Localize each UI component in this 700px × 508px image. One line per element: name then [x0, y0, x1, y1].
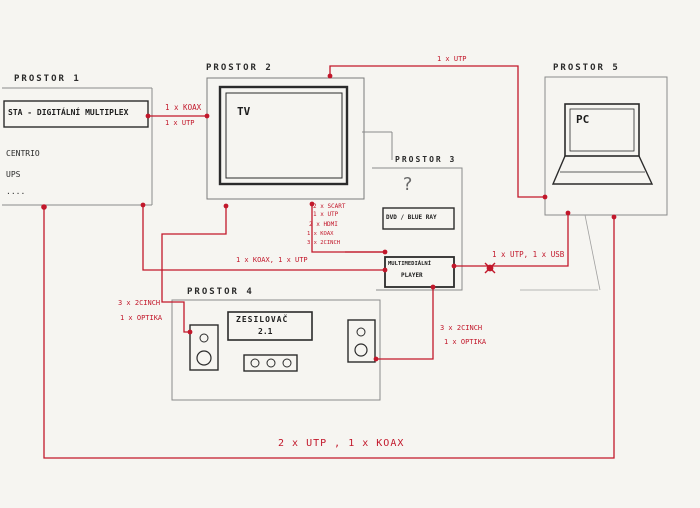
- cable-label-r3-cinch: 3 x 2CINCH: [307, 240, 341, 246]
- speaker-right: [347, 319, 376, 363]
- dvd-box: [382, 207, 455, 230]
- cable-label-r3r4-cinch: 3 x 2CINCH: [440, 324, 483, 332]
- dots-label: ....: [6, 187, 26, 196]
- room-outline-2: [206, 77, 365, 200]
- room-label-4: PROSTOR 4: [187, 287, 254, 297]
- amplifier-label-line1: ZESILOVAČ: [236, 315, 289, 324]
- dvd-label: DVD / BLUE RAY: [386, 214, 437, 221]
- cable-label-top-utp: 1 x UTP: [437, 55, 467, 63]
- room-label-5: PROSTOR 5: [553, 63, 620, 73]
- cable-label-koax-utp: 1 x KOAX, 1 x UTP: [236, 256, 308, 264]
- cable-label-r4-optika: 1 x OPTIKA: [120, 314, 163, 322]
- tv-frame: [218, 85, 349, 186]
- cable-label-hdmi: 2 x HDMI: [309, 221, 338, 228]
- laptop-base: [551, 155, 654, 185]
- cable-label-scart: 2 x SCART: [313, 203, 346, 210]
- room-outline-3: [372, 167, 463, 291]
- player-label-line1: MULTIMEDIÁLNÍ: [388, 261, 432, 267]
- room-outline-4: [171, 299, 381, 401]
- cable-label-r4-cinch: 3 x 2CINCH: [118, 299, 161, 307]
- cable-label-utp: 1 x UTP: [165, 119, 195, 127]
- cable-lines: [43, 65, 615, 459]
- speaker-left: [189, 324, 219, 371]
- amplifier-box: [227, 311, 313, 341]
- room-label-2: PROSTOR 2: [206, 63, 273, 73]
- cable-cross-mark: [484, 262, 496, 274]
- cable-label-bottom: 2 x UTP , 1 x KOAX: [278, 438, 405, 449]
- amplifier-label-line2: 2.1: [258, 327, 273, 336]
- room-outline-5: [544, 76, 668, 216]
- player-label-line2: PLAYER: [401, 272, 423, 279]
- tv-label: TV: [237, 105, 251, 118]
- room-outline-1: [2, 87, 153, 206]
- cable-label-r3-utp: 1 x UTP: [313, 211, 339, 218]
- centrio-label: CENTRIO: [6, 149, 40, 158]
- cable-label-r3-koax: 1 x KOAX: [307, 231, 334, 237]
- pc-label: PC: [576, 113, 590, 126]
- subwoofer: [243, 354, 298, 372]
- unknown-device-mark: ?: [402, 174, 413, 195]
- cable-label-utp-usb: 1 x UTP, 1 x USB: [492, 250, 565, 259]
- sta-label: STA - DIGITÁLNÍ MULTIPLEX: [8, 108, 129, 117]
- cable-label-r3r4-optika: 1 x OPTIKA: [444, 338, 487, 346]
- tv-screen: [225, 92, 343, 179]
- cable-label-koax: 1 x KOAX: [165, 103, 202, 112]
- laptop-screen: [564, 103, 640, 157]
- room-label-3: PROSTOR 3: [395, 155, 457, 164]
- ups-label: UPS: [6, 170, 21, 179]
- room-label-1: PROSTOR 1: [14, 74, 81, 84]
